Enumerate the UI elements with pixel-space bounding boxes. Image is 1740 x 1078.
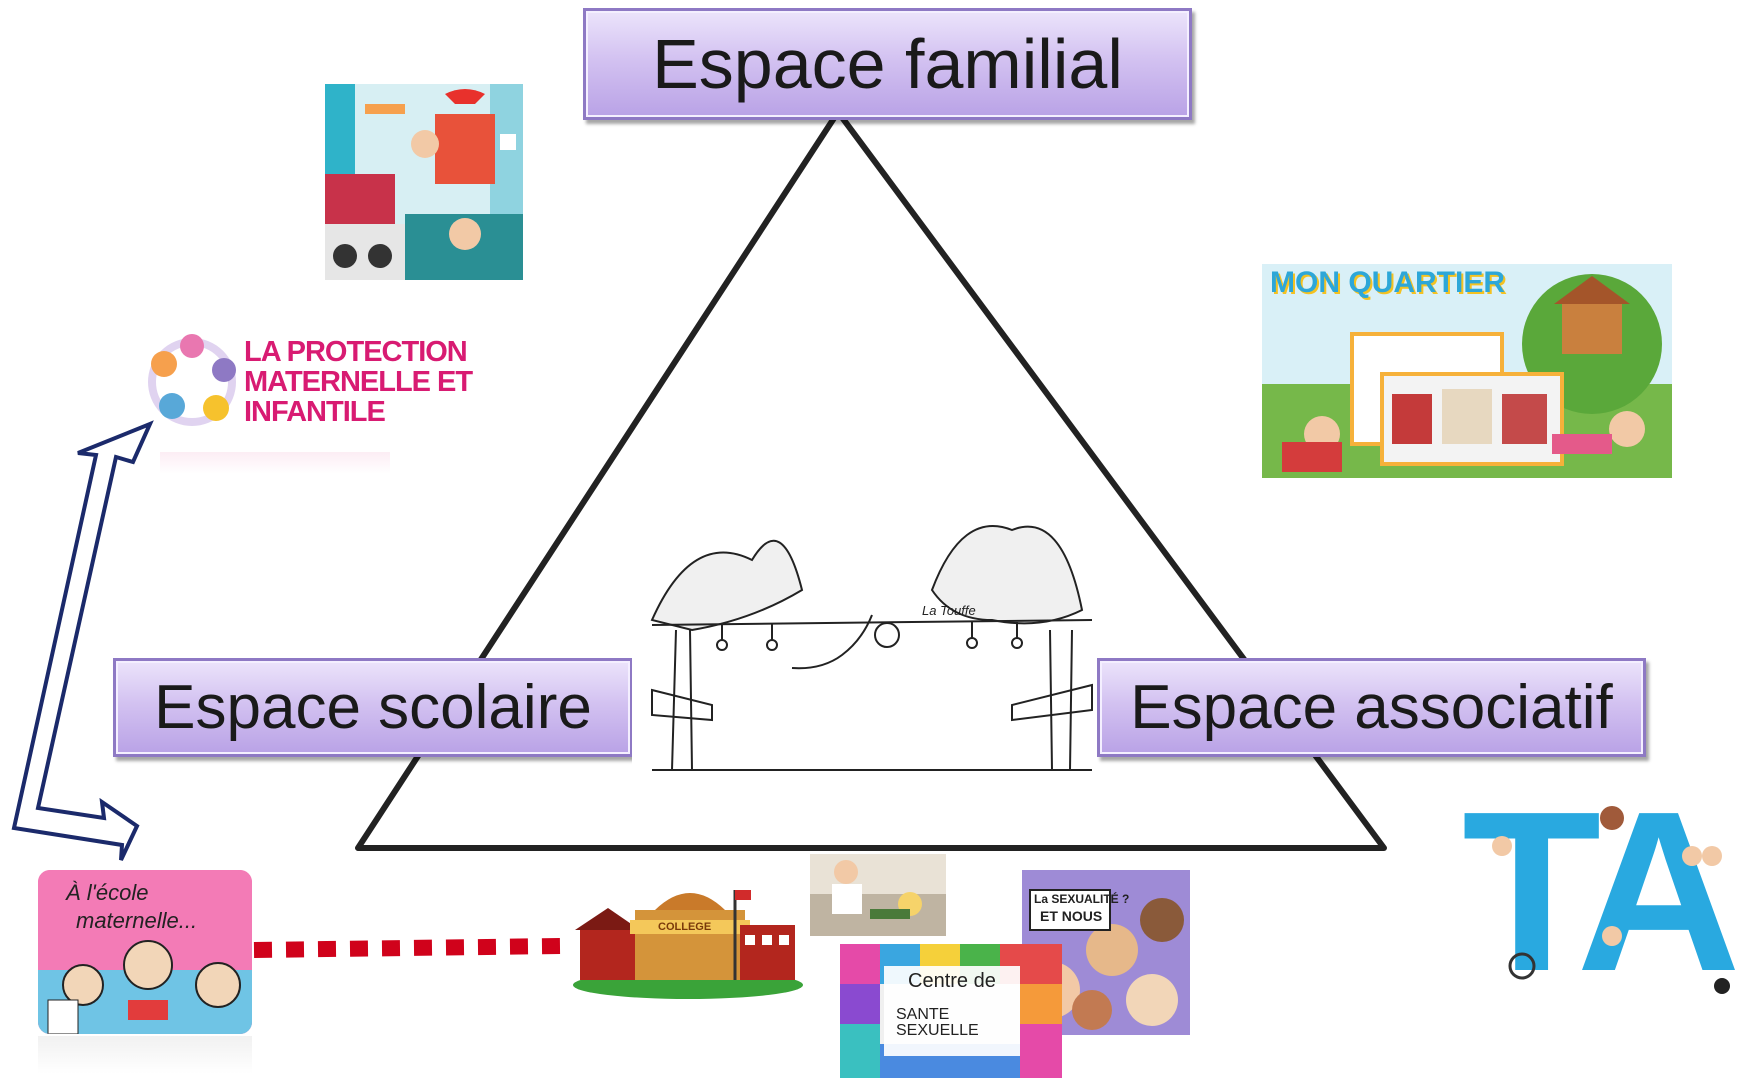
ecole-maternelle-illustration: À l'école maternelle... xyxy=(38,870,252,1034)
central-drawing: La Touffe xyxy=(632,470,1097,800)
ecole-line-1: À l'école xyxy=(66,880,149,905)
dotted-link xyxy=(253,938,561,958)
college-illustration: COLLEGE xyxy=(570,880,805,1000)
centre-line-1: Centre de xyxy=(908,970,996,992)
centre-sante-sexuelle: Centre de SANTE SEXUELLE xyxy=(840,944,1062,1078)
tap-logo: TAP xyxy=(1462,796,1740,1012)
drawing-signature: La Touffe xyxy=(922,603,976,618)
ecole-line-2: maternelle... xyxy=(76,908,198,933)
pmi-logo: LA PROTECTION MATERNELLE ET INFANTILE xyxy=(140,330,490,430)
double-arrow xyxy=(11,420,154,861)
label-espace-associatif: Espace associatif xyxy=(1097,658,1646,757)
tap-text: TAP xyxy=(1462,796,1740,1012)
kitchen-illustration xyxy=(325,84,523,280)
pmi-line-2: MATERNELLE ET xyxy=(244,366,473,398)
pmi-reflection xyxy=(160,452,390,474)
triangle-outline xyxy=(355,109,1387,851)
centre-line-2: SANTE xyxy=(896,1006,950,1023)
mon-quartier-title: MON QUARTIER xyxy=(1270,266,1505,299)
cooking-photo xyxy=(810,854,946,936)
sexualite-line-1: La SEXUALITÉ ? xyxy=(1034,892,1130,906)
pmi-line-1: LA PROTECTION xyxy=(244,336,468,368)
college-sign: COLLEGE xyxy=(658,921,712,933)
ecole-reflection xyxy=(38,1036,252,1074)
mon-quartier-illustration: MON QUARTIER xyxy=(1262,264,1672,478)
label-espace-scolaire: Espace scolaire xyxy=(113,658,633,757)
centre-line-3: SEXUELLE xyxy=(896,1022,979,1039)
label-espace-familial: Espace familial xyxy=(583,8,1192,120)
sexualite-line-2: ET NOUS xyxy=(1040,908,1103,924)
sexualite-illustration: La SEXUALITÉ ? ET NOUS xyxy=(1022,870,1190,1035)
pmi-line-3: INFANTILE xyxy=(244,396,386,428)
